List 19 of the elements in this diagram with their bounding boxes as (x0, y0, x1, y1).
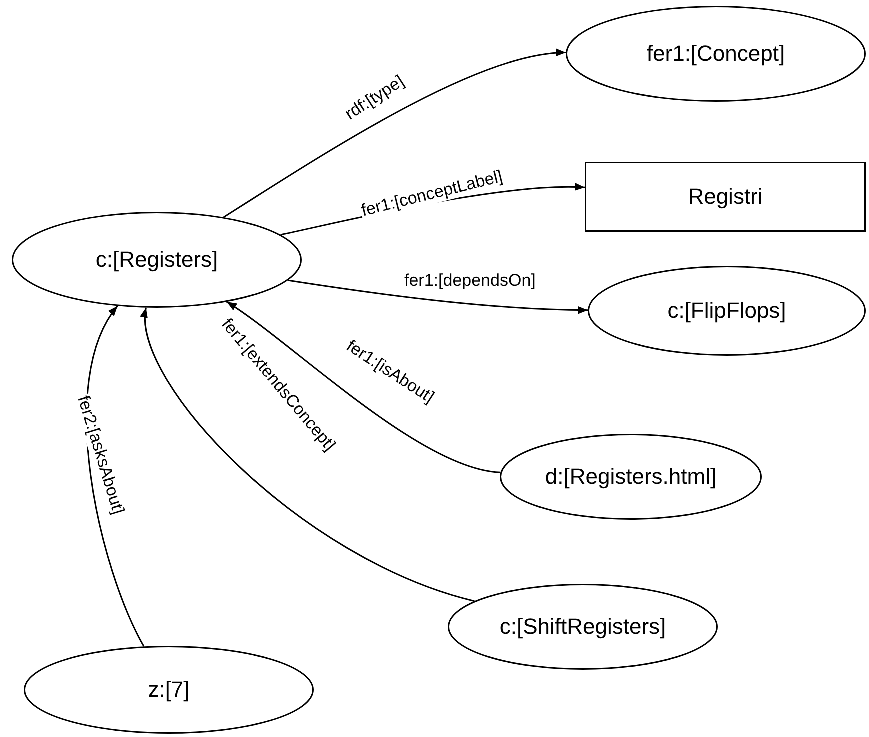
node-label: c:[FlipFlops] (668, 298, 786, 324)
ellipse-node (12, 212, 302, 308)
node-label: c:[ShiftRegisters] (500, 614, 666, 640)
ellipse-node (588, 266, 866, 356)
node-label: z:[7] (148, 677, 190, 703)
rect-node (585, 162, 866, 232)
arrow (142, 308, 475, 602)
ellipse-node (24, 646, 314, 734)
node-label: fer1:[Concept] (646, 41, 786, 67)
ellipse-node (500, 434, 762, 520)
edge-label: fer1:[dependsOn] (404, 272, 537, 290)
node-label: d:[Registers.html] (545, 464, 717, 490)
node-label: Registri (688, 184, 763, 210)
ellipse-node (448, 584, 718, 670)
arrow (288, 280, 588, 314)
node-label: c:[Registers] (96, 247, 218, 273)
ellipse-node (566, 6, 866, 102)
arrow (224, 50, 566, 218)
arrow (226, 301, 501, 474)
